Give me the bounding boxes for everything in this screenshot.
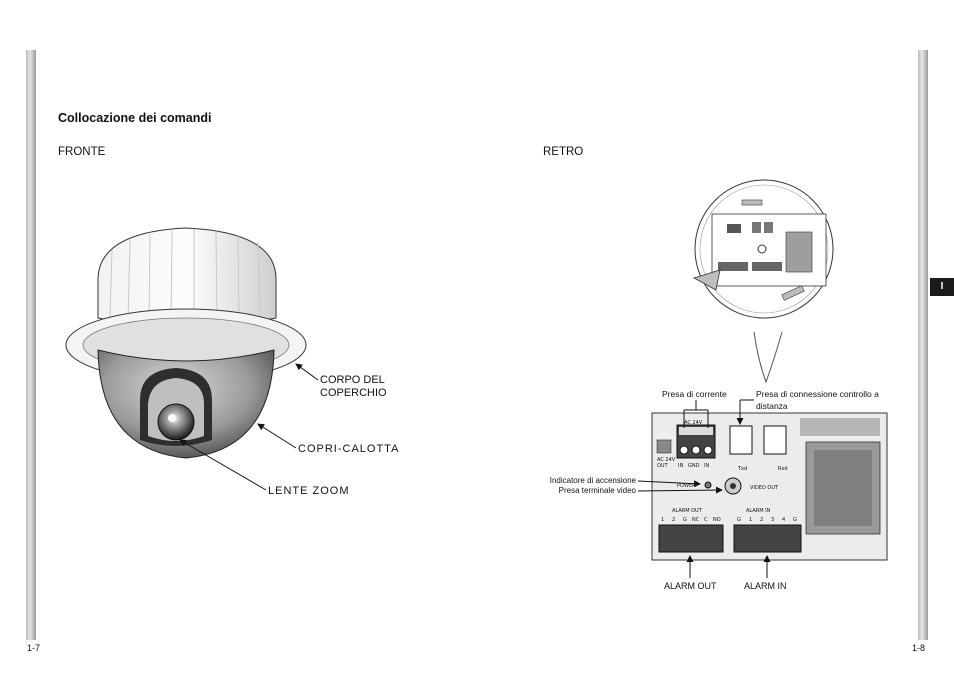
alarm-out-pin: NC xyxy=(692,517,700,523)
alarm-in-pin: 2 xyxy=(760,517,763,523)
panel-rxd: Rxd xyxy=(778,466,788,472)
left-margin-bar xyxy=(26,50,36,640)
callout-body-line2: COPERCHIO xyxy=(320,387,387,399)
rear-label: RETRO xyxy=(543,146,584,158)
callout-power-indicator: Indicatore di accensione xyxy=(550,476,637,485)
panel-terminal-2: GND xyxy=(688,463,700,469)
section-title: Collocazione dei comandi xyxy=(58,111,212,125)
dome-camera-illustration xyxy=(65,227,307,459)
alarm-in-pin: 3 xyxy=(771,517,774,523)
callout-video-terminal: Presa terminale video xyxy=(559,486,637,495)
right-margin-bar xyxy=(918,50,928,640)
front-label: FRONTE xyxy=(58,146,106,158)
alarm-out-pin: G xyxy=(683,517,687,523)
alarm-out-pin: C xyxy=(704,517,708,523)
alarm-in-pin: 1 xyxy=(749,517,752,523)
panel-ac24v: AC 24V xyxy=(684,420,703,426)
panel-terminal-1: IN xyxy=(678,463,683,469)
callout-body-line1: CORPO DEL xyxy=(320,374,385,386)
panel-alarm-out-header: ALARM OUT xyxy=(672,508,703,514)
panel-txd: Txd xyxy=(737,466,747,472)
panel-video-out: VIDEO OUT xyxy=(750,485,779,491)
callout-remote-line2: distanza xyxy=(756,401,788,411)
panel-ac24v-out-1: AC 24V xyxy=(657,457,676,463)
alarm-in-pin: 4 xyxy=(782,517,785,523)
page-number-left: 1-7 xyxy=(27,643,41,653)
panel-ac24v-out-2: OUT xyxy=(657,463,669,469)
alarm-in-pin: G xyxy=(793,517,797,523)
alarm-out-pin: NO xyxy=(713,517,721,523)
panel-alarm-in-header: ALARM IN xyxy=(746,508,771,514)
callout-remote-line1: Presa di connessione controllo a xyxy=(756,389,879,399)
callout-power-socket: Presa di corrente xyxy=(662,389,727,399)
page-number-right: 1-8 xyxy=(912,643,926,653)
alarm-out-pin: 1 xyxy=(661,517,664,523)
panel-terminal-3: IN xyxy=(704,463,709,469)
alarm-in-pin: G xyxy=(737,517,741,523)
rear-top-view xyxy=(692,179,834,384)
callout-lens: LENTE ZOOM xyxy=(268,485,350,497)
callout-cover: COPRI-CALOTTA xyxy=(298,443,399,455)
alarm-out-pin: 2 xyxy=(672,517,675,523)
callout-alarm-in: ALARM IN xyxy=(744,581,787,591)
chapter-tab-marker: I xyxy=(930,278,954,296)
panel-power: POWER xyxy=(677,483,696,489)
rear-connector-panel xyxy=(651,412,888,561)
callout-alarm-out: ALARM OUT xyxy=(664,581,717,591)
